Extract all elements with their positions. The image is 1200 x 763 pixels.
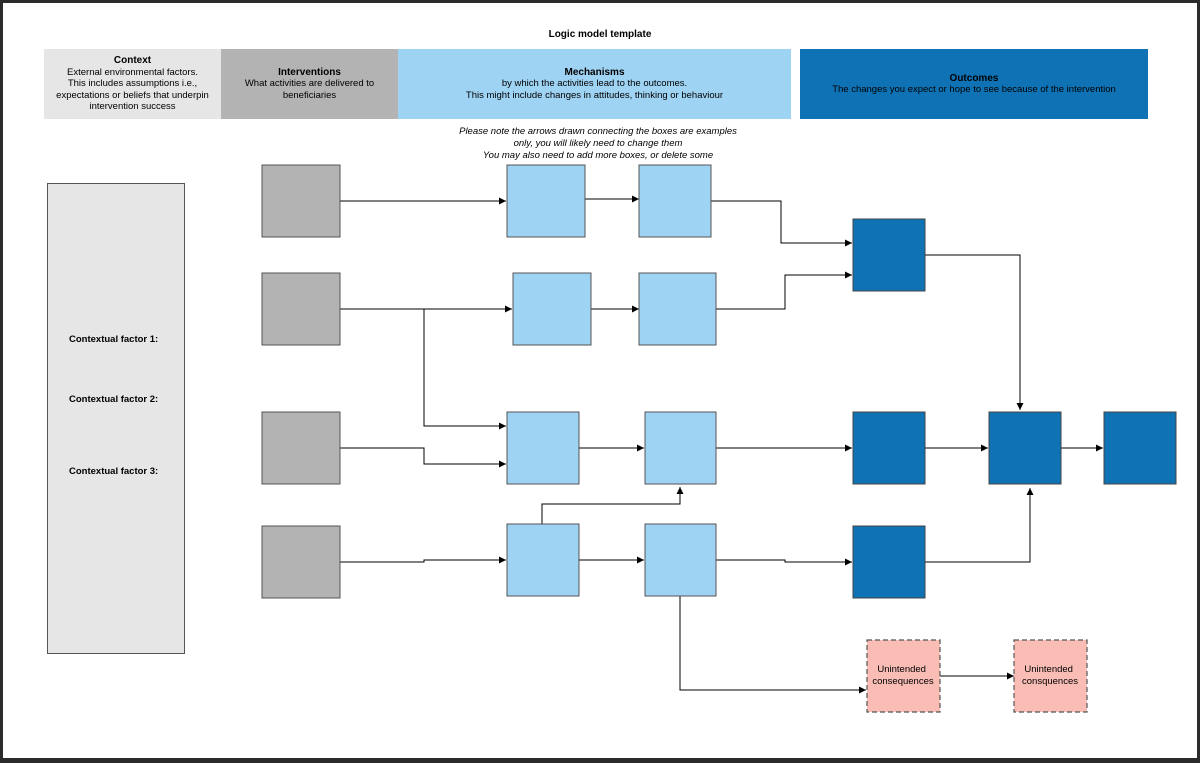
- outcome-box-top: [852, 218, 926, 292]
- connector-arrow: [679, 596, 866, 694]
- interventions-body-line: What activities are delivered to: [244, 78, 375, 90]
- outcome-box-final: [1103, 411, 1177, 485]
- contextual-factor-3: Contextual factor 3:: [69, 466, 159, 477]
- mechanism-box-4b: [644, 523, 717, 597]
- connector-arrow: [340, 556, 506, 564]
- context-factors-box: [47, 183, 185, 654]
- connector-arrow: [925, 488, 1034, 563]
- context-header: Context External environmental factors. …: [44, 49, 221, 119]
- outcome-box-row3: [852, 411, 926, 485]
- outcomes-heading: Outcomes: [949, 72, 999, 84]
- outcome-box-row4: [852, 525, 926, 599]
- interventions-body-line: beneficiaries: [282, 89, 337, 101]
- diagram-page: Logic model template Context External en…: [3, 3, 1197, 758]
- intervention-box-1: [261, 164, 341, 238]
- intervention-box-4: [261, 525, 341, 599]
- mechanisms-body-line: by which the activities lead to the outc…: [501, 78, 688, 90]
- connector-arrow: [716, 271, 852, 310]
- unintended-label-1: Unintended consequences: [872, 664, 934, 687]
- unintended-box-2: [1013, 639, 1088, 713]
- intervention-box-2: [261, 272, 341, 346]
- interventions-heading: Interventions: [278, 66, 341, 78]
- context-heading: Context: [113, 55, 152, 67]
- unintended-label-2: Unintended consquences: [1022, 664, 1078, 687]
- mechanism-box-3a: [506, 411, 580, 485]
- unintended-box-1: [866, 639, 941, 713]
- mechanisms-heading: Mechanisms: [564, 66, 625, 78]
- flow-diagram: Unintended consequences Unintended consq…: [261, 164, 1177, 713]
- context-body-line: intervention success: [89, 101, 176, 113]
- mechanism-box-3b: [644, 411, 717, 485]
- note-line: Please note the arrows drawn connecting …: [459, 126, 737, 137]
- connector-arrow: [716, 558, 852, 566]
- mechanism-box-2a: [512, 272, 592, 346]
- outcome-box-center: [988, 411, 1062, 485]
- contextual-factor-2: Contextual factor 2:: [69, 394, 159, 405]
- context-body-line: External environmental factors.: [67, 66, 198, 78]
- connector-arrow: [423, 309, 506, 430]
- outcomes-body-line: The changes you expect or hope to see be…: [832, 84, 1116, 95]
- connector-arrow: [711, 200, 852, 247]
- mechanisms-header: Mechanisms by which the activities lead …: [398, 49, 791, 119]
- context-body-line: This includes assumptions i.e.,: [67, 78, 198, 90]
- note-line: only, you will likely need to change the…: [513, 138, 683, 149]
- note-line: You may also need to add more boxes, or …: [482, 150, 714, 161]
- connector-arrow: [340, 447, 506, 468]
- mechanisms-body-line: This might include changes in attitudes,…: [465, 89, 724, 101]
- mechanism-box-4a: [506, 523, 580, 597]
- interventions-header: Interventions What activities are delive…: [221, 49, 398, 119]
- mechanism-box-1a: [506, 164, 586, 238]
- outcomes-header: Outcomes The changes you expect or hope …: [800, 49, 1148, 119]
- diagram-title: Logic model template: [548, 29, 652, 40]
- mechanism-box-2b: [638, 272, 717, 346]
- window-bottom-edge: [0, 758, 1200, 763]
- intervention-box-3: [261, 411, 341, 485]
- contextual-factor-1: Contextual factor 1:: [69, 334, 159, 345]
- connector-arrow: [925, 254, 1024, 410]
- context-body-line: expectations or beliefs that underpin: [56, 89, 209, 101]
- mechanism-box-1b: [638, 164, 712, 238]
- connector-arrow: [541, 487, 684, 524]
- arrows-note: Please note the arrows drawn connecting …: [433, 126, 763, 162]
